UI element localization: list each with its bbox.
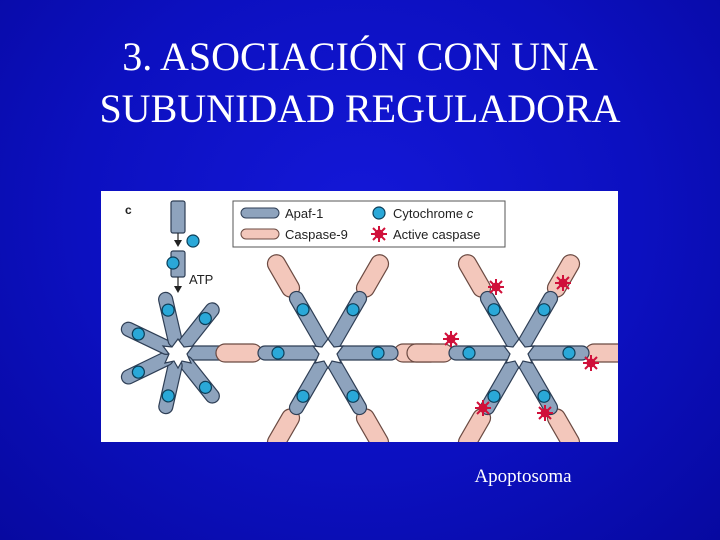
- legend-apaf1-label: Apaf-1: [285, 206, 323, 221]
- atp-label: ATP: [189, 272, 213, 287]
- apoptosome-with-caspase9: [215, 250, 441, 442]
- active-caspase-icon: [487, 278, 505, 296]
- active-caspase-icon: [554, 274, 572, 292]
- active-caspase-icon: [536, 404, 554, 422]
- active-caspase-icon: [474, 399, 492, 417]
- svg-text:Cytochrome c: Cytochrome c: [393, 206, 474, 221]
- caption-apoptosoma: Apoptosoma: [474, 466, 572, 487]
- panel-label: c: [125, 203, 132, 217]
- legend-cytochrome-label: Cytochrome: [393, 206, 463, 221]
- caspase9-swatch: [240, 228, 280, 240]
- slide-title-line-1: 3. ASOCIACIÓN CON UNA: [122, 34, 598, 79]
- cytochrome-c-icon: [166, 256, 180, 270]
- active-caspase-icon: [442, 330, 460, 348]
- active-caspase-icon: [370, 225, 388, 243]
- legend-caspase9-label: Caspase-9: [285, 227, 348, 242]
- legend-cytochrome-italic: c: [467, 206, 474, 221]
- cytochrome-c-icon: [186, 234, 200, 248]
- apoptosome-active: [406, 250, 618, 442]
- apoptosome-diagram: c Apaf-1 Caspase-9 Cytochrome c Active c…: [101, 191, 618, 442]
- active-caspase-icon: [582, 354, 600, 372]
- legend-active-caspase-label: Active caspase: [393, 227, 480, 242]
- monomer-step: ATP: [166, 200, 213, 293]
- apaf1-swatch: [240, 207, 280, 219]
- slide-title-line-2: SUBUNIDAD REGULADORA: [99, 86, 621, 131]
- legend: Apaf-1 Caspase-9 Cytochrome c Active cas…: [232, 200, 506, 248]
- cytochrome-c-icon: [372, 206, 386, 220]
